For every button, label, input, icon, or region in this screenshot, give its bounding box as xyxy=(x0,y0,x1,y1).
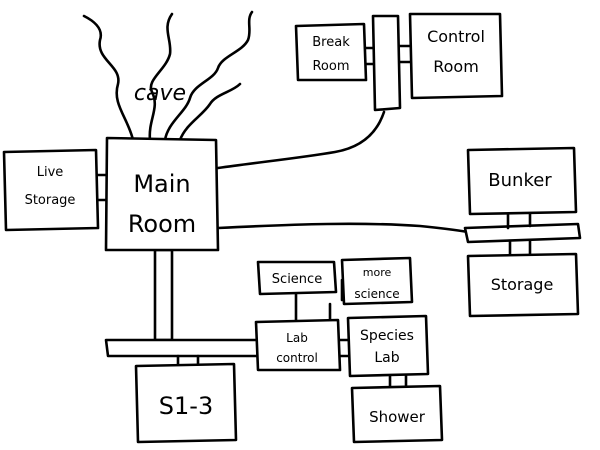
s1-3-room xyxy=(134,362,238,444)
species-lab-label-1: Species xyxy=(360,328,414,344)
top-connectors xyxy=(363,44,412,66)
storage-label: Storage xyxy=(491,275,554,294)
lab-control-label-2: control xyxy=(276,351,318,365)
more-science-label-2: science xyxy=(354,287,399,301)
science-room xyxy=(256,260,338,296)
control-room-label-1: Control xyxy=(427,27,485,46)
break-room xyxy=(294,22,368,82)
corridor-main-to-south xyxy=(153,248,174,342)
more-science-room xyxy=(340,256,414,306)
more-science-label-1: more xyxy=(363,266,392,279)
live-storage-label-2: Storage xyxy=(25,193,76,208)
main-room xyxy=(104,136,220,252)
cave-tunnels xyxy=(82,10,254,142)
east-hallway xyxy=(463,222,582,244)
top-hallway xyxy=(371,14,402,112)
break-room-label-2: Room xyxy=(312,59,349,74)
storage-connector xyxy=(508,238,532,258)
lab-control-label-1: Lab xyxy=(286,331,308,345)
species-lab-label-2: Lab xyxy=(374,350,399,366)
lab-control-room xyxy=(254,318,342,372)
bunker-label: Bunker xyxy=(488,170,552,191)
bunker-room xyxy=(466,146,578,216)
bunker-connector xyxy=(506,211,532,230)
south-hallway xyxy=(104,338,264,358)
corridors xyxy=(94,44,582,390)
species-lab-room xyxy=(346,314,430,378)
shower-room xyxy=(350,384,444,444)
s1-3-label: S1-3 xyxy=(159,392,213,420)
lab-connectors xyxy=(338,338,408,390)
corridor-main-to-control xyxy=(216,110,386,170)
storage-room xyxy=(466,252,580,318)
main-room-label-1: Main xyxy=(133,170,190,198)
cave-label: cave xyxy=(134,81,186,106)
control-room-label-2: Room xyxy=(433,57,479,76)
corridor-main-to-east xyxy=(216,222,470,234)
break-room-label-1: Break xyxy=(312,35,350,50)
room-labels: Break Room Control Room Live Storage Mai… xyxy=(25,27,554,426)
control-room xyxy=(408,12,504,100)
live-storage-room xyxy=(2,148,100,232)
rooms xyxy=(2,12,580,444)
science-label: Science xyxy=(272,272,322,287)
shower-label: Shower xyxy=(369,408,426,426)
main-room-label-2: Room xyxy=(128,210,196,238)
live-storage-label-1: Live xyxy=(37,165,64,180)
